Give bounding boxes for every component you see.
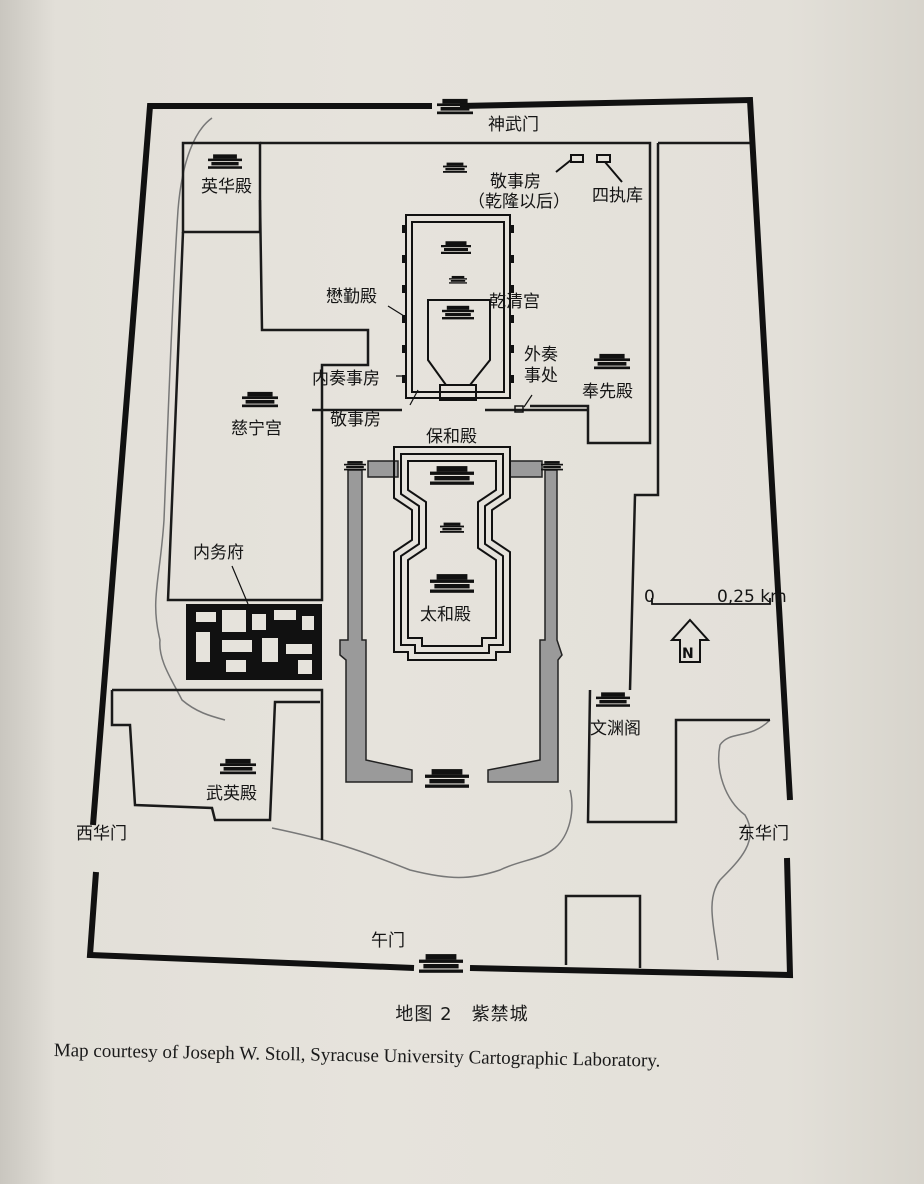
figure-caption: 地图 2 紫禁城: [395, 1004, 529, 1025]
building-yinghuadian: [208, 154, 242, 169]
building-baohedian: [430, 466, 474, 485]
scale-end: 0,25 km: [717, 587, 787, 607]
building-jiaotai: [449, 275, 467, 284]
label-wenyuange: 文渊阁: [590, 719, 641, 739]
label-cininggong: 慈宁宫: [231, 419, 282, 439]
building-wuyingdian: [220, 758, 256, 775]
label-sizhiku: 四执库: [592, 186, 643, 206]
inner-walls: [110, 141, 770, 968]
building-cininggong: [242, 391, 278, 408]
leader-line: [231, 305, 533, 605]
label-neizoushifang: 内奏事房: [312, 369, 380, 389]
label-waizoushichu-1: 外奏: [524, 345, 558, 365]
label-qianqinggong: 乾清宫: [489, 292, 540, 312]
label-maoqindian: 懋勤殿: [326, 287, 377, 307]
inner-river: [271, 719, 771, 961]
building-qianqinggong: [442, 305, 474, 320]
building-wenyuange: [596, 692, 630, 707]
label-baohedian: 保和殿: [426, 427, 477, 447]
neiwufu-block: [186, 604, 322, 680]
building-sizhiku: [555, 154, 623, 183]
building-fengxiandian: [594, 353, 630, 370]
north-label: N: [682, 646, 694, 662]
building-taihemen: [425, 769, 469, 788]
label-wumen: 午门: [371, 931, 405, 951]
label-shenwumen: 神武门: [488, 115, 539, 135]
label-neiwufu: 内务府: [193, 543, 244, 563]
outer-wall: [86, 96, 794, 979]
qianqing-side-dots: [402, 225, 514, 383]
moat-line: [154, 117, 226, 721]
building-wumen: [419, 954, 463, 973]
label-jingshifang-top: 敬事房: [490, 172, 541, 192]
building-taihedian: [430, 574, 474, 593]
label-xihuamen: 西华门: [76, 824, 127, 844]
label-yinghuadian: 英华殿: [201, 177, 252, 197]
building-qianqing-north: [441, 241, 471, 254]
scale-start: 0: [644, 587, 655, 607]
north-arrow-icon: [669, 618, 711, 663]
scale-bar: [651, 598, 771, 605]
qianqing-compound: [405, 214, 511, 401]
building-zhonghedian: [440, 522, 464, 533]
three-halls-platform: [393, 446, 511, 661]
building-north-hall: [443, 162, 467, 173]
label-donghuamen: 东华门: [738, 824, 789, 844]
label-jingshifang: 敬事房: [330, 410, 381, 430]
building-waizoushichu: [514, 405, 524, 413]
label-fengxiandian: 奉先殿: [582, 382, 633, 402]
label-waizoushichu-2: 事处: [524, 366, 558, 386]
label-taihedian: 太和殿: [420, 605, 471, 625]
label-wuyingdian: 武英殿: [206, 784, 257, 804]
label-jingshifang-top-note: （乾隆以后）: [468, 192, 570, 212]
